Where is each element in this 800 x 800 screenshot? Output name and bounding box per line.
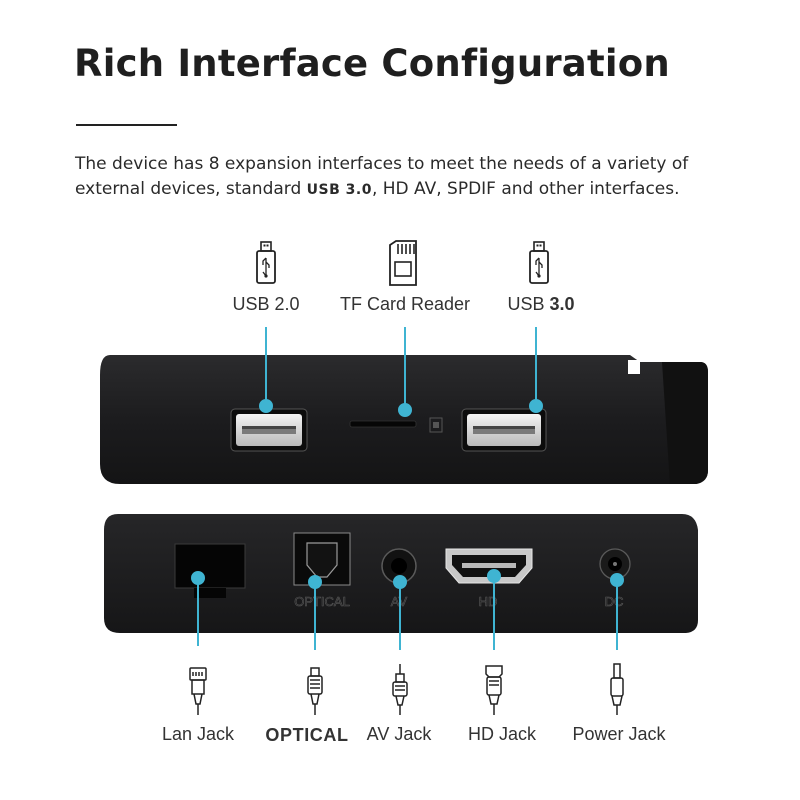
optical-port bbox=[293, 532, 351, 586]
usb-stick-icon bbox=[256, 241, 276, 284]
usb3-label-number: 3.0 bbox=[549, 294, 575, 314]
printed-optical: OPTICAL bbox=[294, 594, 350, 609]
av-plug-icon bbox=[392, 664, 408, 715]
usb3-label: USB 3.0 bbox=[507, 294, 574, 315]
usb2-port bbox=[230, 408, 308, 452]
dc-plug-icon bbox=[610, 663, 624, 715]
bottom-callouts bbox=[191, 569, 624, 650]
ethernet-plug-icon bbox=[189, 667, 207, 715]
description-text: The device has 8 expansion interfaces to… bbox=[75, 154, 689, 199]
hd-jack-label: HD Jack bbox=[467, 724, 537, 744]
lan-jack-label: Lan Jack bbox=[161, 724, 235, 744]
power-jack-label: Power Jack bbox=[572, 724, 666, 744]
lan-port bbox=[174, 543, 246, 598]
title-underline bbox=[76, 124, 177, 126]
hdmi-port bbox=[445, 548, 533, 584]
usb2-label: USB 2.0 bbox=[232, 294, 300, 314]
top-callouts bbox=[259, 327, 543, 417]
device-side-panel bbox=[100, 355, 708, 484]
av-port bbox=[381, 548, 417, 584]
usb-stick-icon bbox=[529, 241, 549, 284]
optical-plug-icon bbox=[307, 667, 323, 715]
device-back-panel: OPTICAL AV HD DC bbox=[104, 514, 698, 633]
tf-card-label: TF Card Reader bbox=[339, 294, 471, 314]
printed-dc: DC bbox=[605, 594, 624, 609]
usb3-port bbox=[461, 408, 547, 452]
description-usb: USB 3.0 bbox=[306, 182, 372, 198]
optical-label: OPTICAL bbox=[265, 725, 349, 745]
page-title: Rich Interface Configuration bbox=[74, 42, 670, 85]
printed-hd: HD bbox=[479, 594, 498, 609]
dc-port bbox=[599, 548, 631, 580]
description: The device has 8 expansion interfaces to… bbox=[75, 152, 755, 203]
av-jack-label: AV Jack bbox=[366, 724, 432, 744]
tf-card-slot bbox=[349, 417, 443, 433]
description-text-2: , HD AV, SPDIF and other interfaces. bbox=[371, 179, 680, 199]
sd-card-icon bbox=[389, 240, 417, 286]
usb3-label-prefix: USB bbox=[507, 294, 550, 314]
hdmi-plug-icon bbox=[485, 665, 503, 715]
